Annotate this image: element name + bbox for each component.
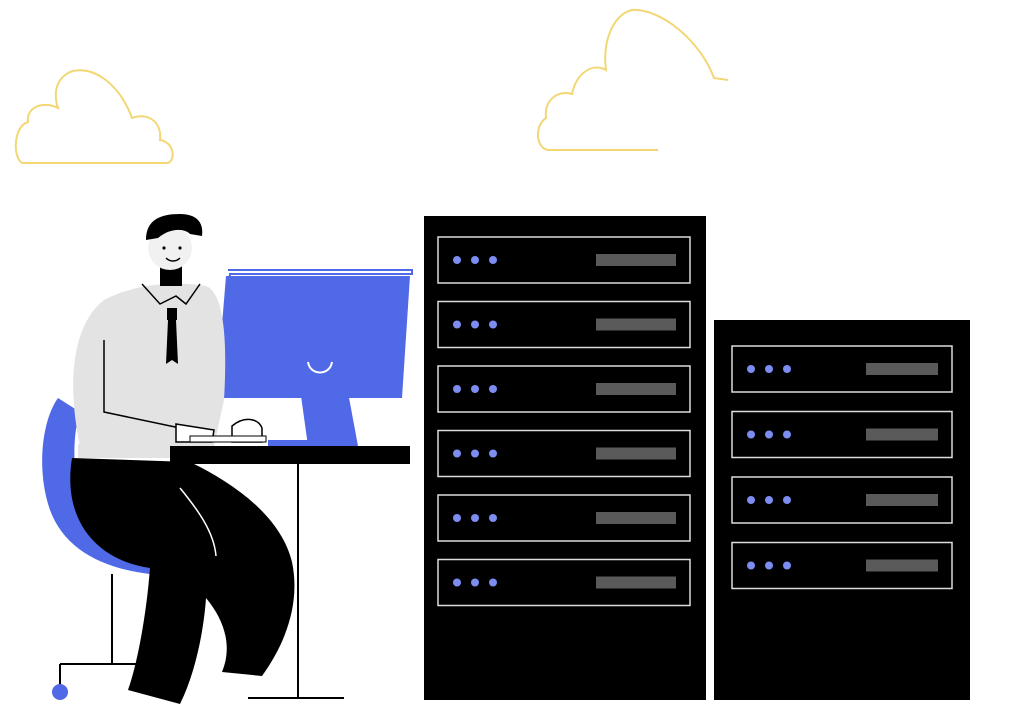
- status-led-icon: [765, 496, 773, 504]
- status-led-icon: [471, 514, 479, 522]
- status-led-icon: [471, 320, 479, 329]
- status-led-icon: [453, 514, 461, 522]
- status-led-icon: [471, 256, 479, 264]
- server-bay: [437, 300, 691, 349]
- server-bay: [437, 429, 691, 478]
- status-led-icon: [783, 430, 791, 439]
- server-bay: [437, 365, 691, 413]
- status-led-icon: [489, 385, 497, 393]
- server-rack-icon: [714, 320, 970, 700]
- status-led-icon: [765, 430, 773, 439]
- status-led-icon: [453, 385, 461, 393]
- drive-slot-icon: [596, 383, 676, 395]
- status-led-icon: [453, 449, 461, 458]
- status-led-icon: [783, 561, 791, 570]
- server-rack-icon: [424, 216, 706, 700]
- drive-slot-icon: [596, 254, 676, 266]
- cloud-icon: [537, 8, 729, 151]
- server-bay: [731, 476, 953, 524]
- status-led-icon: [747, 561, 755, 570]
- desk-icon: [170, 446, 410, 699]
- status-led-icon: [747, 365, 755, 373]
- status-led-icon: [453, 578, 461, 587]
- status-led-icon: [783, 365, 791, 373]
- person-icon: [70, 214, 295, 704]
- drive-slot-icon: [596, 447, 676, 460]
- status-led-icon: [489, 320, 497, 329]
- drive-slot-icon: [596, 576, 676, 589]
- drive-slot-icon: [596, 318, 676, 331]
- status-led-icon: [765, 561, 773, 570]
- cloud-icon: [14, 69, 174, 164]
- drive-slot-icon: [866, 559, 938, 572]
- status-led-icon: [471, 578, 479, 587]
- server-bay: [437, 494, 691, 542]
- status-led-icon: [453, 256, 461, 264]
- status-led-icon: [783, 496, 791, 504]
- drive-slot-icon: [866, 363, 938, 375]
- status-led-icon: [453, 320, 461, 329]
- server-bay: [437, 558, 691, 607]
- status-led-icon: [747, 496, 755, 504]
- monitor-icon: [213, 269, 413, 446]
- office-chair-icon: [42, 398, 150, 700]
- server-bay: [731, 541, 953, 590]
- status-led-icon: [765, 365, 773, 373]
- server-bay: [437, 236, 691, 284]
- drive-slot-icon: [866, 428, 938, 441]
- status-led-icon: [489, 514, 497, 522]
- status-led-icon: [489, 256, 497, 264]
- status-led-icon: [489, 578, 497, 587]
- status-led-icon: [471, 385, 479, 393]
- server-bay: [731, 410, 953, 459]
- drive-slot-icon: [866, 494, 938, 506]
- status-led-icon: [471, 449, 479, 458]
- status-led-icon: [747, 430, 755, 439]
- drive-slot-icon: [596, 512, 676, 524]
- status-led-icon: [489, 449, 497, 458]
- server-bay: [731, 345, 953, 393]
